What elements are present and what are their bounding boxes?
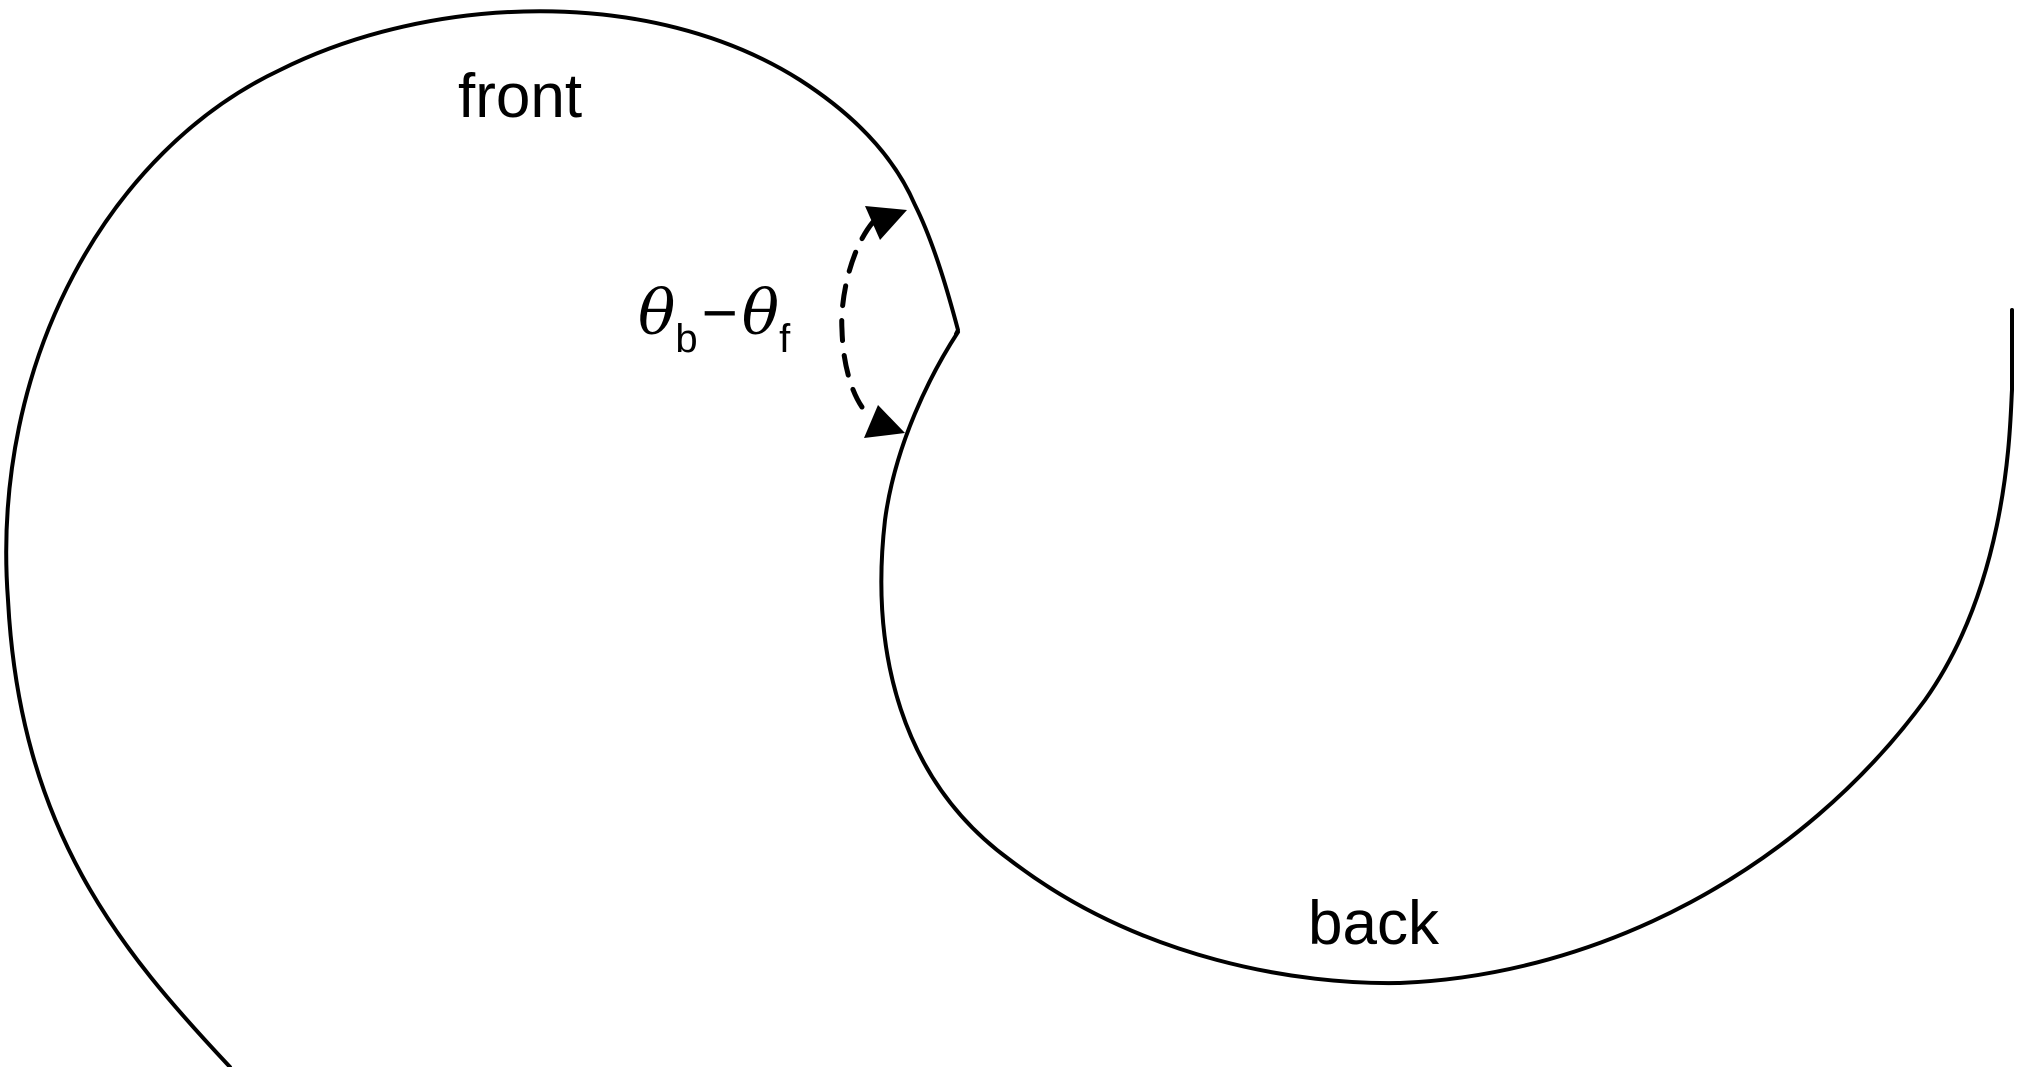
theta-b-symbol: θ	[638, 276, 676, 349]
subscript-f: f	[779, 317, 791, 361]
back-curve	[879, 308, 2014, 986]
lower-arrowhead-icon	[864, 405, 905, 438]
subscript-b: b	[675, 317, 698, 361]
front-curve	[4, 9, 960, 1067]
minus-sign: −	[701, 279, 738, 348]
angle-difference-label: θb−θf	[638, 279, 790, 360]
theta-f-symbol: θ	[741, 276, 780, 349]
front-label: front	[458, 62, 583, 131]
angle-arc	[839, 219, 876, 421]
back-label: back	[1308, 889, 1439, 958]
upper-arrowhead-icon	[865, 206, 907, 240]
